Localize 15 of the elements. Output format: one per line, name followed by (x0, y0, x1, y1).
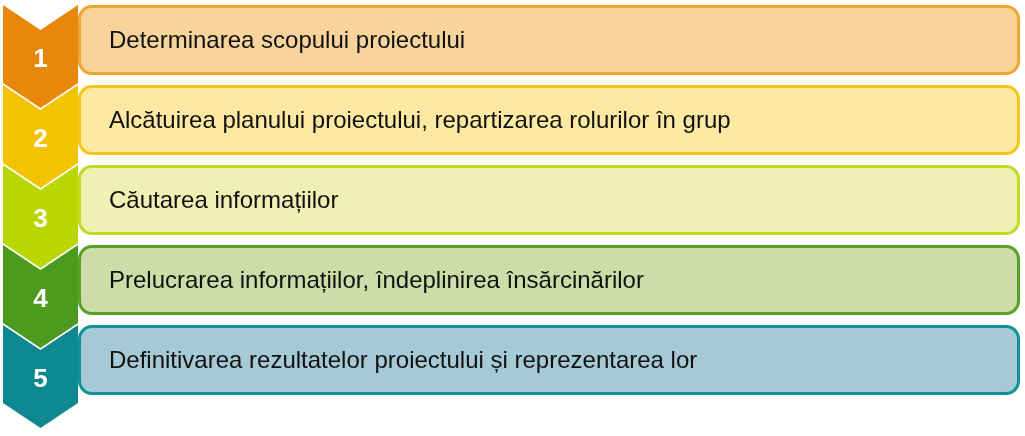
step-number: 3 (32, 203, 49, 234)
step-number: 1 (32, 43, 49, 74)
step-bar (78, 325, 1020, 395)
step-number: 4 (32, 283, 49, 314)
step-bar (78, 5, 1020, 75)
step-text: Definitivarea rezultatelor proiectului și reprezentarea lor (109, 346, 698, 374)
step-text: Căutarea informațiilor (109, 186, 339, 214)
step-bar (78, 85, 1020, 155)
step-text: Determinarea scopului proiectului (109, 26, 466, 54)
step-number: 5 (32, 363, 49, 394)
step-text: Prelucrarea informațiilor, îndeplinirea însărcinărilor (109, 266, 644, 294)
step-bar (78, 165, 1020, 235)
step-text: Alcătuirea planului proiectului, repartizarea rolurilor în grup (109, 106, 731, 134)
step-number: 2 (32, 123, 49, 154)
step-bar (78, 245, 1020, 315)
